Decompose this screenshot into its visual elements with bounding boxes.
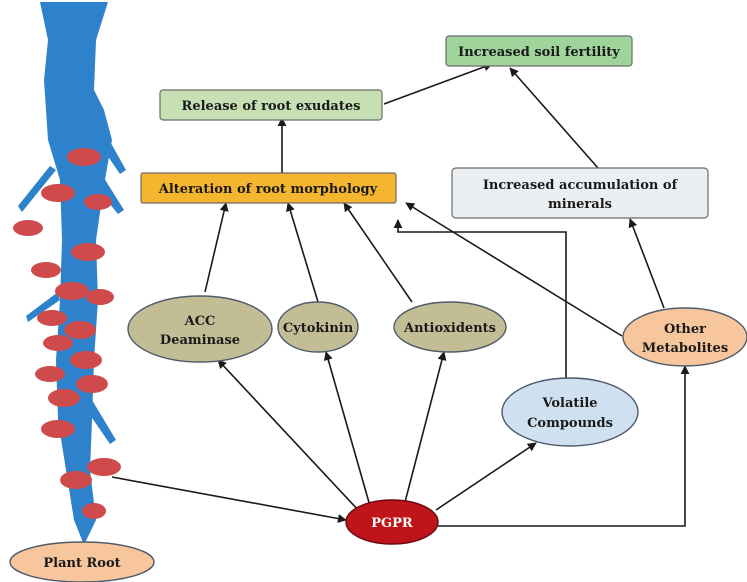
root-nodule [67, 148, 101, 166]
root-nodule [70, 351, 102, 369]
root-nodule [64, 321, 96, 339]
label-antioxidents: Antioxidents [403, 321, 496, 336]
label-root-morphology: Alteration of root morphology [158, 182, 378, 197]
arrow-exudates-to-fertility [384, 64, 492, 104]
root-nodule [55, 282, 89, 300]
arrow-acc-to-morphology [205, 203, 226, 292]
root-nodule [71, 243, 105, 261]
connectors [112, 64, 685, 526]
root-nodule [43, 335, 73, 351]
label-plant-root: Plant Root [43, 556, 120, 571]
label-other-line2: Metabolites [642, 341, 728, 356]
box-alteration-root-morphology: Alteration of root morphology [141, 173, 396, 203]
ellipse-acc-deaminase: ACC Deaminase [128, 296, 272, 362]
arrow-accumulation-to-fertility [510, 68, 598, 168]
arrow-volatile-to-morphology [398, 220, 566, 378]
label-accumulation-line1: Increased accumulation of [483, 178, 679, 193]
box-increased-accumulation-minerals: Increased accumulation of minerals [452, 168, 708, 218]
root-branch-right-low [88, 400, 116, 444]
root-nodule [87, 458, 121, 476]
arrow-metabolites-to-accumulation [630, 219, 664, 308]
arrow-antioxidents-to-morphology [344, 203, 412, 302]
arrow-root-to-pgpr [112, 477, 346, 520]
arrow-pgpr-to-antioxidents [404, 352, 444, 506]
root-nodule [48, 389, 80, 407]
ellipse-other-metabolites: Other Metabolites [623, 308, 747, 366]
arrow-pgpr-to-volatile [436, 443, 536, 510]
label-cytokinin: Cytokinin [283, 321, 354, 336]
root-nodule [82, 503, 106, 519]
ellipse-cytokinin: Cytokinin [278, 302, 358, 352]
label-root-exudates: Release of root exudates [182, 99, 361, 114]
ellipse-volatile-compounds: Volatile Compounds [502, 378, 638, 446]
box-release-root-exudates: Release of root exudates [160, 90, 382, 120]
ellipse-pgpr: PGPR [346, 500, 438, 544]
root-nodule [86, 289, 114, 305]
label-volatile-line1: Volatile [541, 396, 597, 411]
root-nodule [41, 420, 75, 438]
label-acc-line2: Deaminase [160, 333, 240, 348]
root-nodule [13, 220, 43, 236]
label-pgpr: PGPR [371, 516, 413, 531]
root-nodule [84, 194, 112, 210]
plant-root-illustration [13, 2, 126, 545]
box-increased-soil-fertility: Increased soil fertility [446, 36, 632, 66]
label-soil-fertility: Increased soil fertility [458, 45, 620, 60]
root-nodule [60, 471, 92, 489]
root-nodule [31, 262, 61, 278]
ellipse-plant-root: Plant Root [10, 542, 154, 582]
label-acc-line1: ACC [184, 314, 216, 329]
root-nodule [41, 184, 75, 202]
arrow-cytokinin-to-morphology [288, 203, 318, 302]
label-volatile-line2: Compounds [527, 416, 613, 431]
root-nodule [35, 366, 65, 382]
label-other-line1: Other [664, 322, 706, 337]
ellipse-antioxidents: Antioxidents [394, 302, 506, 352]
arrow-pgpr-to-acc [218, 360, 360, 512]
root-nodule [37, 310, 67, 326]
label-accumulation-line2: minerals [548, 197, 612, 212]
root-nodule [76, 375, 108, 393]
